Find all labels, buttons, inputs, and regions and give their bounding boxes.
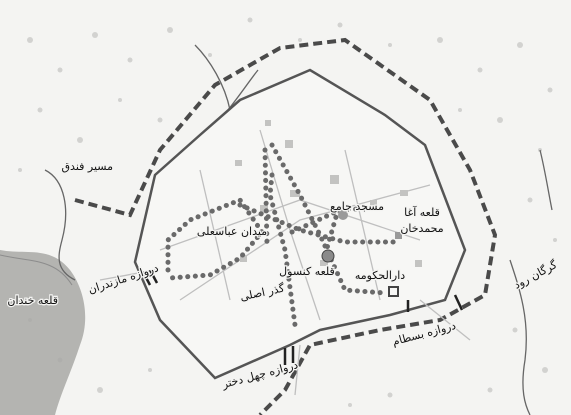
label-abbasali-square: میدان عباسعلی xyxy=(197,225,267,238)
label-agha-castle-1: قلعه آغا xyxy=(404,205,440,219)
dotted-paths xyxy=(165,142,398,328)
city-wall xyxy=(133,68,467,380)
label-jame-mosque: مسجد جامع xyxy=(330,200,384,213)
river-left-bank xyxy=(0,254,73,286)
label-agha-castle-2: محمدخان xyxy=(400,222,443,235)
river-left xyxy=(0,250,86,415)
label-khandan-castle: قلعه خندان xyxy=(7,294,58,307)
label-dar-al-hokumeh: دارالحکومه xyxy=(355,269,405,282)
building-blocks xyxy=(235,120,422,267)
label-gorgan-river: گرگان رود xyxy=(512,258,560,292)
agha-castle-marker-icon xyxy=(395,232,402,239)
terrain-texture xyxy=(18,17,557,407)
mosque-marker-icon xyxy=(338,210,348,220)
landmark-circle-icon xyxy=(321,249,335,263)
label-consul-castle: قلعه کنسول xyxy=(279,265,335,278)
gate-icon xyxy=(141,269,464,365)
label-fandogh-route: مسیر فندق xyxy=(62,160,114,173)
castle-square-icon xyxy=(388,286,399,297)
outer-moat-dashed xyxy=(74,37,498,415)
streams xyxy=(44,44,553,415)
